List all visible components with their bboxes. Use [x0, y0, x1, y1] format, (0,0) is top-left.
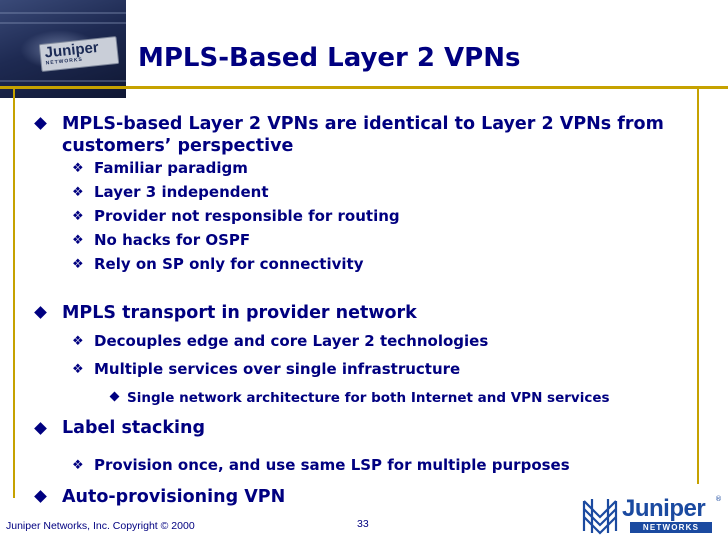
- sub-sub-bullet-diamond-icon: [109, 391, 120, 402]
- photo-stripe: [0, 80, 126, 82]
- sub-bullet-ornament-icon: ❖: [72, 233, 84, 248]
- bullet-2: MPLS transport in provider network: [62, 303, 417, 323]
- photo-stripe: [0, 12, 126, 14]
- gold-rule-left: [13, 86, 15, 498]
- bullet-diamond-icon: [34, 422, 47, 435]
- photo-stripe: [0, 22, 126, 24]
- sub-bullet-6: Decouples edge and core Layer 2 technolo…: [94, 332, 489, 350]
- sub-bullet-5: Rely on SP only for connectivity: [94, 255, 364, 273]
- bullet-1-line-2: customers’ perspective: [62, 136, 294, 156]
- footer-copyright: Juniper Networks, Inc. Copyright © 2000: [6, 520, 195, 532]
- sub-bullet-1: Familiar paradigm: [94, 159, 248, 177]
- slide-title: MPLS-Based Layer 2 VPNs: [138, 43, 521, 73]
- bullet-diamond-icon: [34, 117, 47, 130]
- sub-bullet-ornament-icon: ❖: [72, 161, 84, 176]
- gold-rule-right: [697, 86, 699, 484]
- sub-bullet-ornament-icon: ❖: [72, 334, 84, 349]
- bullet-diamond-icon: [34, 306, 47, 319]
- page-number: 33: [357, 518, 369, 530]
- gold-rule-horizontal: [0, 86, 728, 89]
- sub-bullet-2: Layer 3 independent: [94, 183, 269, 201]
- registered-mark: ®: [715, 495, 722, 503]
- sub-bullet-8: Provision once, and use same LSP for mul…: [94, 456, 570, 474]
- bullet-4: Auto-provisioning VPN: [62, 487, 286, 507]
- sub-bullet-ornament-icon: ❖: [72, 185, 84, 200]
- bullet-3: Label stacking: [62, 418, 206, 438]
- sub-bullet-7: Multiple services over single infrastruc…: [94, 360, 461, 378]
- juniper-logo-mark-icon: [582, 499, 618, 535]
- logo-subtext: NETWORKS: [630, 522, 712, 533]
- sub-sub-bullet-1: Single network architecture for both Int…: [127, 390, 610, 406]
- bullet-diamond-icon: [34, 490, 47, 503]
- sub-bullet-ornament-icon: ❖: [72, 362, 84, 377]
- sub-bullet-ornament-icon: ❖: [72, 209, 84, 224]
- sub-bullet-ornament-icon: ❖: [72, 257, 84, 272]
- sub-bullet-4: No hacks for OSPF: [94, 231, 251, 249]
- juniper-logo: Juniper NETWORKS ®: [580, 495, 722, 537]
- header-photo: Juniper NETWORKS: [0, 0, 126, 98]
- bullet-1-line-1: MPLS-based Layer 2 VPNs are identical to…: [62, 114, 664, 134]
- sub-bullet-3: Provider not responsible for routing: [94, 207, 400, 225]
- logo-wordmark: Juniper: [622, 495, 706, 522]
- sub-bullet-ornament-icon: ❖: [72, 458, 84, 473]
